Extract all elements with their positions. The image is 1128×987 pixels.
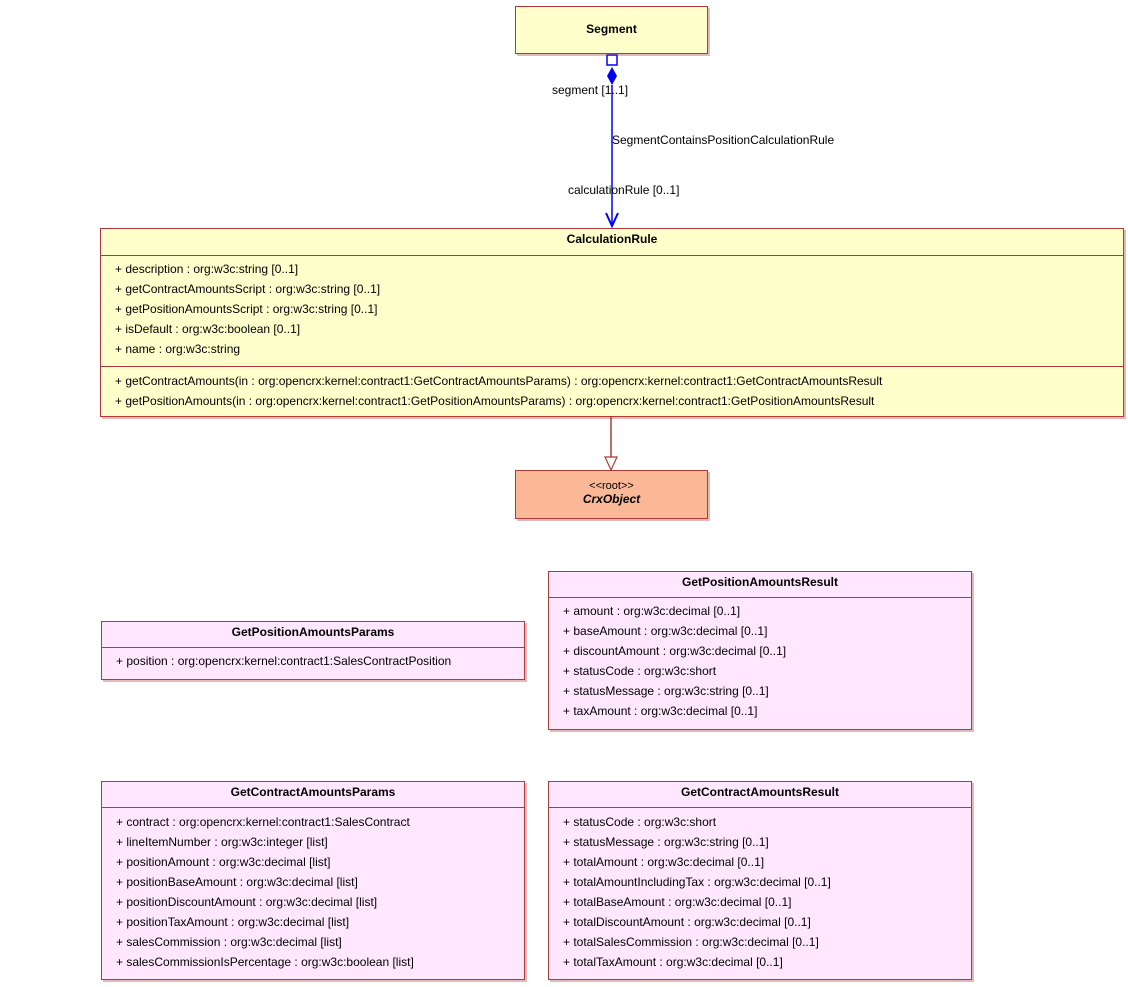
attribute-row: + getPositionAmountsScript : org:w3c:str… — [115, 302, 378, 316]
class-crx-object[interactable]: <<root>> CrxObject — [515, 470, 708, 519]
class-name: GetPositionAmountsResult — [681, 575, 838, 589]
attributes-compartment: + position : org:opencrx:kernel:contract… — [102, 647, 524, 675]
attribute-row: + totalSalesCommission : org:w3c:decimal… — [563, 935, 819, 949]
attribute-row: + position : org:opencrx:kernel:contract… — [116, 654, 452, 668]
attributes-compartment: + description : org:w3c:string [0..1] + … — [101, 255, 1123, 366]
navigability-arrow-icon — [605, 212, 619, 229]
attribute-row: + baseAmount : org:w3c:decimal [0..1] — [563, 624, 768, 638]
composition-port-square — [606, 54, 618, 66]
attribute-row: + description : org:w3c:string [0..1] — [115, 262, 299, 276]
class-get-position-amounts-params[interactable]: GetPositionAmountsParams + position : or… — [101, 621, 525, 680]
attribute-row: + totalTaxAmount : org:w3c:decimal [0..1… — [563, 955, 783, 969]
attribute-row: + name : org:w3c:string — [115, 342, 241, 356]
attribute-row: + getContractAmountsScript : org:w3c:str… — [115, 282, 381, 296]
attribute-row: + totalDiscountAmount : org:w3c:decimal … — [563, 915, 811, 929]
class-stereotype: <<root>> — [589, 480, 634, 492]
class-get-contract-amounts-result[interactable]: GetContractAmountsResult + statusCode : … — [548, 781, 972, 980]
attribute-row: + positionDiscountAmount : org:w3c:decim… — [116, 895, 378, 909]
operations-compartment: + getContractAmounts(in : org:opencrx:ke… — [101, 366, 1123, 415]
class-name: GetContractAmountsParams — [230, 785, 396, 799]
attributes-compartment: + amount : org:w3c:decimal [0..1] + base… — [549, 597, 971, 725]
attribute-row: + positionTaxAmount : org:w3c:decimal [l… — [116, 915, 350, 929]
attribute-row: + statusMessage : org:w3c:string [0..1] — [563, 684, 769, 698]
attribute-row: + totalBaseAmount : org:w3c:decimal [0..… — [563, 895, 792, 909]
attributes-compartment: + statusCode : org:w3c:short + statusMes… — [549, 807, 971, 976]
attribute-row: + taxAmount : org:w3c:decimal [0..1] — [563, 704, 758, 718]
generalization-triangle-icon — [604, 456, 618, 472]
attribute-row: + positionAmount : org:w3c:decimal [list… — [116, 855, 331, 869]
attribute-row: + salesCommission : org:w3c:decimal [lis… — [116, 935, 342, 949]
operation-row: + getPositionAmounts(in : org:opencrx:ke… — [115, 394, 875, 408]
attribute-row: + salesCommissionIsPercentage : org:w3c:… — [116, 955, 414, 969]
composition-diamond-icon — [607, 67, 617, 85]
class-get-position-amounts-result[interactable]: GetPositionAmountsResult + amount : org:… — [548, 571, 972, 730]
attribute-row: + totalAmount : org:w3c:decimal [0..1] — [563, 855, 765, 869]
class-segment[interactable]: Segment — [515, 6, 708, 54]
attributes-compartment: + contract : org:opencrx:kernel:contract… — [102, 807, 524, 976]
class-name: CalculationRule — [566, 232, 658, 246]
class-calculation-rule[interactable]: CalculationRule + description : org:w3c:… — [100, 228, 1124, 417]
attribute-row: + isDefault : org:w3c:boolean [0..1] — [115, 322, 301, 336]
class-name: GetContractAmountsResult — [680, 785, 839, 799]
association-name-label: SegmentContainsPositionCalculationRule — [612, 133, 835, 147]
attribute-row: + lineItemNumber : org:w3c:integer [list… — [116, 835, 328, 849]
association-target-end-label: calculationRule [0..1] — [568, 183, 680, 197]
class-name: CrxObject — [582, 492, 641, 506]
association-source-end-label: segment [1..1] — [552, 83, 629, 97]
attribute-row: + totalAmountIncludingTax : org:w3c:deci… — [563, 875, 831, 889]
attribute-row: + statusCode : org:w3c:short — [563, 664, 717, 678]
operation-row: + getContractAmounts(in : org:opencrx:ke… — [115, 374, 883, 388]
attribute-row: + amount : org:w3c:decimal [0..1] — [563, 604, 741, 618]
attribute-row: + contract : org:opencrx:kernel:contract… — [116, 815, 410, 829]
attribute-row: + discountAmount : org:w3c:decimal [0..1… — [563, 644, 787, 658]
class-get-contract-amounts-params[interactable]: GetContractAmountsParams + contract : or… — [101, 781, 525, 980]
attribute-row: + statusMessage : org:w3c:string [0..1] — [563, 835, 769, 849]
attribute-row: + statusCode : org:w3c:short — [563, 815, 717, 829]
attribute-row: + positionBaseAmount : org:w3c:decimal [… — [116, 875, 358, 889]
class-name: Segment — [586, 22, 637, 36]
class-name: GetPositionAmountsParams — [231, 625, 395, 639]
